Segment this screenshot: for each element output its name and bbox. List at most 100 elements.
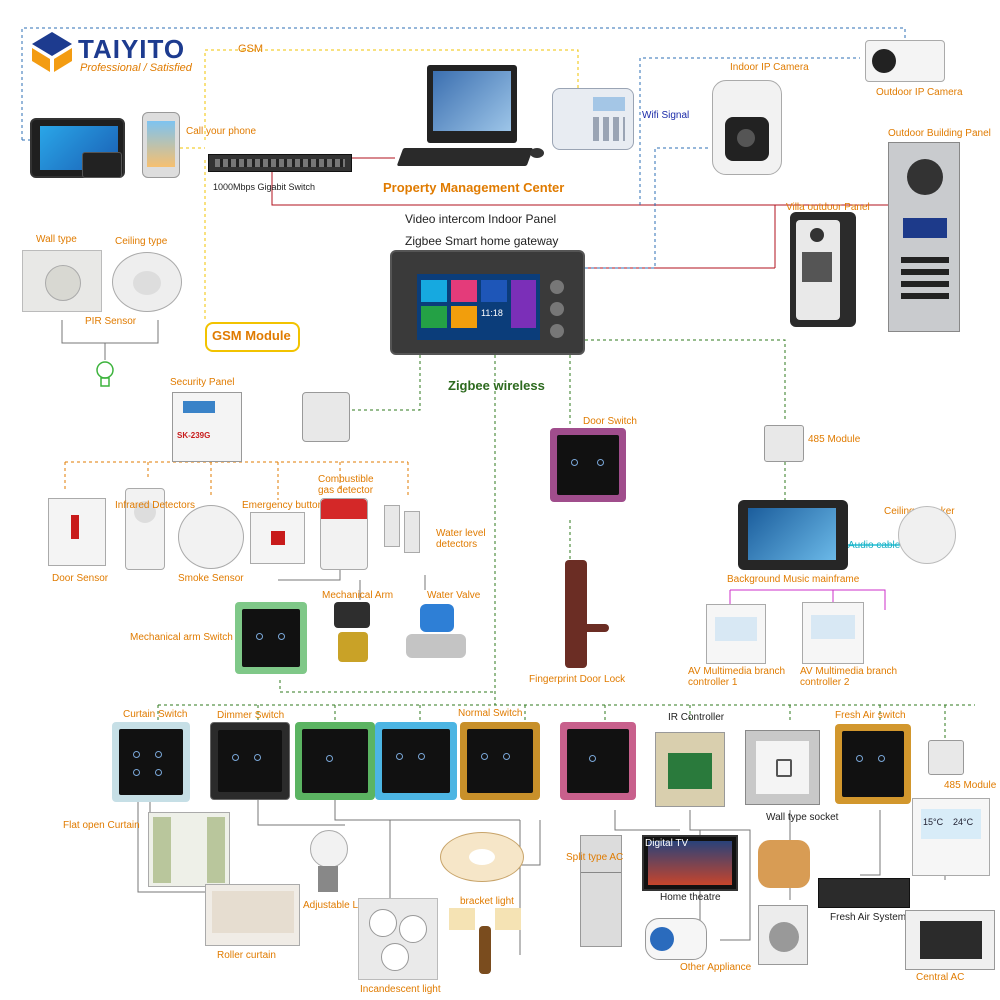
emergency-button-label: Emergency button: [242, 500, 324, 511]
home-theatre-label: Home theatre: [660, 892, 721, 903]
smartphone-icon: [142, 112, 180, 178]
fingerprint-lock-icon: [555, 560, 610, 670]
curtain-switch-label: Curtain Switch: [123, 709, 188, 720]
incandescent-bulbs-icon: [358, 898, 438, 980]
fingerprint-lock-label: Fingerprint Door Lock: [529, 674, 626, 685]
bulb-icon: [95, 360, 115, 394]
mechanical-arm-icon: [328, 602, 376, 666]
washing-machine-icon: [758, 905, 808, 965]
emergency-button-icon: [250, 512, 305, 564]
bracket-light-label: bracket light: [460, 896, 514, 907]
wall-socket-label: Wall type socket: [766, 812, 839, 823]
av-branch-controller-2-icon: [802, 602, 864, 664]
gas-detector-label: Combustible gas detector: [318, 474, 374, 496]
brand-tagline: Professional / Satisfied: [80, 62, 192, 74]
security-drops: [64, 462, 409, 500]
outdoor-building-panel-label: Outdoor Building Panel: [888, 128, 991, 139]
curtain-switch[interactable]: [112, 722, 190, 802]
indoor-panel-gateway: 11:18: [390, 250, 585, 355]
zigbee-module-icon: [302, 392, 350, 442]
villa-panel-label: Villa outdoor Panel: [786, 202, 870, 213]
security-brand: SK-239G: [177, 431, 211, 440]
smoke-sensor-label: Smoke Sensor: [178, 573, 244, 584]
mech-wires: [278, 570, 426, 600]
pir-lines: [61, 320, 159, 360]
door-sensor-label: Door Sensor: [52, 573, 109, 584]
av-branch-controller-1-icon: [706, 604, 766, 664]
ceiling-type-label: Ceiling type: [115, 236, 168, 247]
background-music-label: Background Music mainframe: [727, 574, 860, 585]
water-heater-icon: [645, 918, 707, 960]
villa-to-outdoor-line: [774, 204, 890, 268]
thermostat-set: 24°C: [953, 817, 974, 827]
pir-sensor-label: PIR Sensor: [85, 316, 137, 327]
other-appliance-label: Other Appliance: [680, 962, 752, 973]
indoor-cam-line: [585, 147, 710, 269]
dimmer-switch[interactable]: [210, 722, 290, 800]
485-module-bottom-icon: [928, 740, 964, 775]
thermostat-icon: 15°C 24°C: [912, 798, 990, 876]
wifi-line: [639, 57, 860, 205]
mech-switch-loop-line: [279, 680, 495, 693]
ip-phone-icon: [552, 88, 634, 150]
bracket-light-icon: [445, 908, 525, 980]
smoke-sensor-icon: [178, 505, 244, 569]
door-switch[interactable]: [550, 428, 626, 502]
wall-socket-icon: [745, 730, 820, 805]
zigbee-to-485-line: [585, 339, 786, 420]
digital-tv-label: Digital TV: [645, 838, 689, 849]
top-network-line: [21, 27, 906, 140]
normal-switch-green[interactable]: [295, 722, 375, 800]
485-module-top-label: 485 Module: [808, 434, 861, 445]
light-wires: [257, 800, 541, 955]
water-level-detector-icon: [380, 505, 430, 565]
fresh-air-system-icon: [818, 878, 910, 908]
water-valve-icon: [400, 604, 482, 664]
outdoor-building-panel-icon: [888, 142, 960, 332]
keyboard-icon: [396, 148, 534, 166]
fresh-air-switch-label: Fresh Air switch: [835, 710, 906, 721]
mech-arm-label: Mechanical Arm: [322, 590, 394, 601]
normal-switch-label: Normal Switch: [458, 708, 523, 719]
outdoor-ip-camera-icon: [865, 40, 945, 82]
panel-time: 11:18: [481, 308, 503, 318]
mouse-icon: [530, 148, 544, 158]
dimmer-switch-label: Dimmer Switch: [217, 710, 285, 721]
gigabit-switch-label: 1000Mbps Gigabit Switch: [213, 182, 316, 192]
led-bulb-icon: [308, 830, 348, 898]
gigabit-switch-icon: [208, 154, 352, 172]
smartphone-small-icon: [82, 152, 122, 178]
wifi-signal-label: Wifi Signal: [642, 110, 690, 121]
water-level-label: Water level detectors: [436, 528, 486, 550]
taiyito-logo: [30, 30, 74, 74]
audio-cable-label: Audio cable: [848, 540, 901, 551]
incandescent-label: Incandescent light: [360, 984, 441, 995]
fridge-icon: [580, 835, 622, 947]
fresh-air-switch[interactable]: [835, 724, 911, 804]
ceiling-pir-sensor-icon: [112, 252, 182, 312]
mechanical-arm-switch[interactable]: [235, 602, 307, 674]
call-phone-label: Call your phone: [186, 126, 257, 137]
normal-switch-blue[interactable]: [375, 722, 457, 800]
ceiling-lamp-icon: [440, 832, 524, 882]
av-controller-1-label: AV Multimedia branch controller 1: [688, 666, 786, 688]
485-module-bottom-label: 485 Module: [944, 780, 997, 791]
door-switch-label: Door Switch: [583, 416, 637, 427]
central-ac-label: Central AC: [916, 972, 965, 983]
ceiling-speaker-icon: [898, 506, 956, 564]
flat-curtain-label: Flat open Curtain: [63, 820, 140, 831]
tv-icon: [642, 835, 738, 891]
485-module-top-icon: [764, 425, 804, 462]
gsm-module-label: GSM Module: [212, 328, 291, 343]
gas-detector-icon: [320, 498, 368, 570]
water-valve-label: Water Valve: [427, 590, 481, 601]
wall-type-label: Wall type: [36, 234, 77, 245]
normal-switch-pink[interactable]: [560, 722, 636, 800]
ir-controller-icon: [655, 732, 725, 807]
zigbee-drops: [157, 705, 946, 740]
door-sensor-icon: [48, 498, 106, 566]
indoor-camera-label: Indoor IP Camera: [730, 62, 809, 73]
ir-controller-label: IR Controller: [668, 712, 725, 723]
normal-switch-gold[interactable]: [460, 722, 540, 800]
indoor-ip-camera-icon: [712, 80, 782, 175]
